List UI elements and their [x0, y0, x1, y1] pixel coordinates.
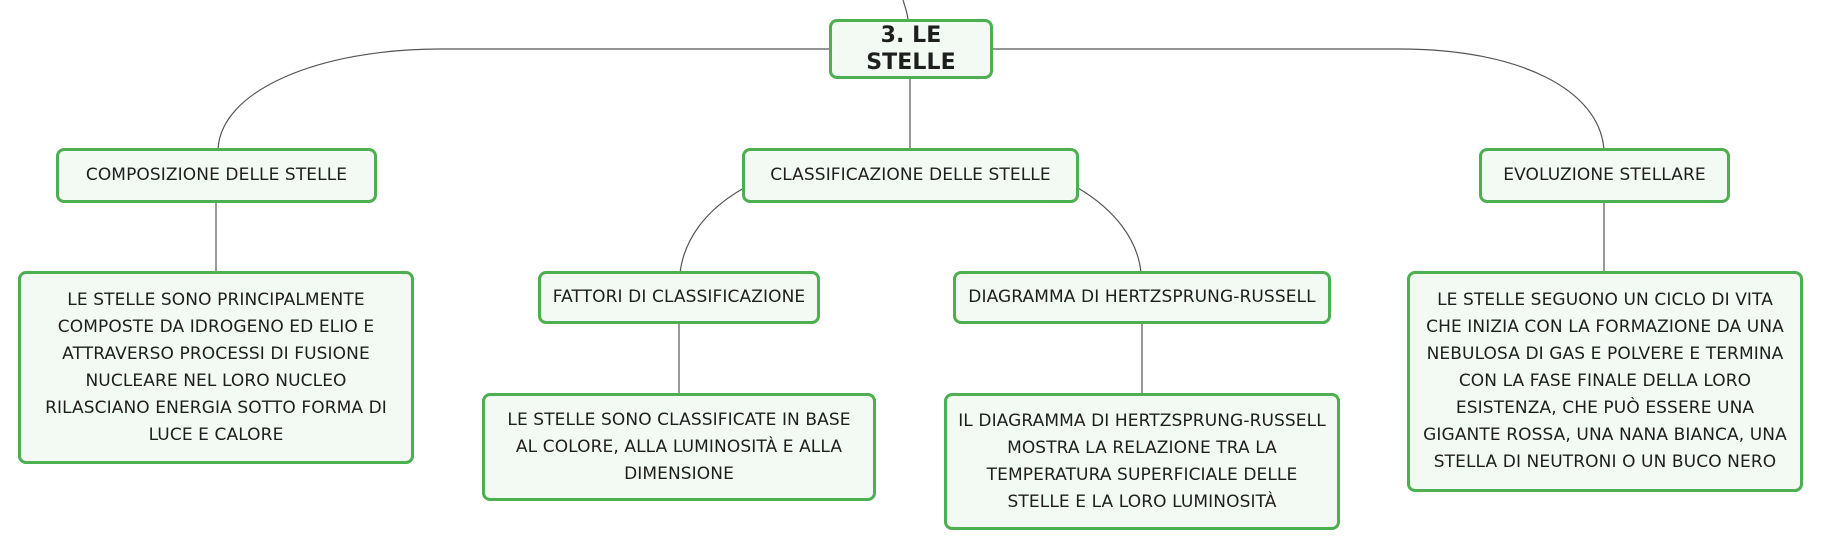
detail-text-fattori: LE STELLE SONO CLASSIFICATE IN BASE AL C… [507, 409, 851, 484]
detail-text-diagramma: IL DIAGRAMMA DI HERTZSPRUNG-RUSSELL MOST… [958, 410, 1326, 512]
detail-text-composizione: LE STELLE SONO PRINCIPALMENTE COMPOSTE D… [45, 289, 387, 445]
detail-node-composizione[interactable]: LE STELLE SONO PRINCIPALMENTE COMPOSTE D… [18, 271, 414, 464]
detail-node-evoluzione[interactable]: LE STELLE SEGUONO UN CICLO DI VITA CHE I… [1407, 271, 1803, 492]
child-label-fattori: FATTORI DI CLASSIFICAZIONE [552, 287, 806, 307]
detail-text-evoluzione: LE STELLE SEGUONO UN CICLO DI VITA CHE I… [1423, 290, 1787, 472]
child-label-diagramma: DIAGRAMMA DI HERTZSPRUNG-RUSSELL [968, 287, 1316, 307]
root-label: 3. LE STELLE [866, 23, 956, 75]
connector-root-to-evoluzione [993, 48, 1605, 151]
detail-node-diagramma[interactable]: IL DIAGRAMMA DI HERTZSPRUNG-RUSSELL MOST… [944, 393, 1340, 530]
branch-label-classificazione: CLASSIFICAZIONE DELLE STELLE [770, 165, 1051, 185]
detail-node-fattori[interactable]: LE STELLE SONO CLASSIFICATE IN BASE AL C… [482, 393, 876, 501]
branch-node-evoluzione[interactable]: EVOLUZIONE STELLARE [1479, 148, 1730, 203]
branch-node-composizione[interactable]: COMPOSIZIONE DELLE STELLE [56, 148, 377, 203]
connector-parent-to-root [902, 0, 909, 20]
branch-node-classificazione[interactable]: CLASSIFICAZIONE DELLE STELLE [742, 148, 1079, 203]
connector-classificazione-to-diagramma [1077, 187, 1142, 274]
root-node[interactable]: 3. LE STELLE [829, 19, 993, 79]
connector-root-to-composizione [217, 48, 829, 151]
child-node-fattori[interactable]: FATTORI DI CLASSIFICAZIONE [538, 271, 820, 324]
connector-classificazione-to-fattori [679, 187, 745, 274]
child-node-diagramma[interactable]: DIAGRAMMA DI HERTZSPRUNG-RUSSELL [953, 271, 1331, 324]
branch-label-composizione: COMPOSIZIONE DELLE STELLE [85, 165, 348, 185]
branch-label-evoluzione: EVOLUZIONE STELLARE [1503, 165, 1706, 185]
